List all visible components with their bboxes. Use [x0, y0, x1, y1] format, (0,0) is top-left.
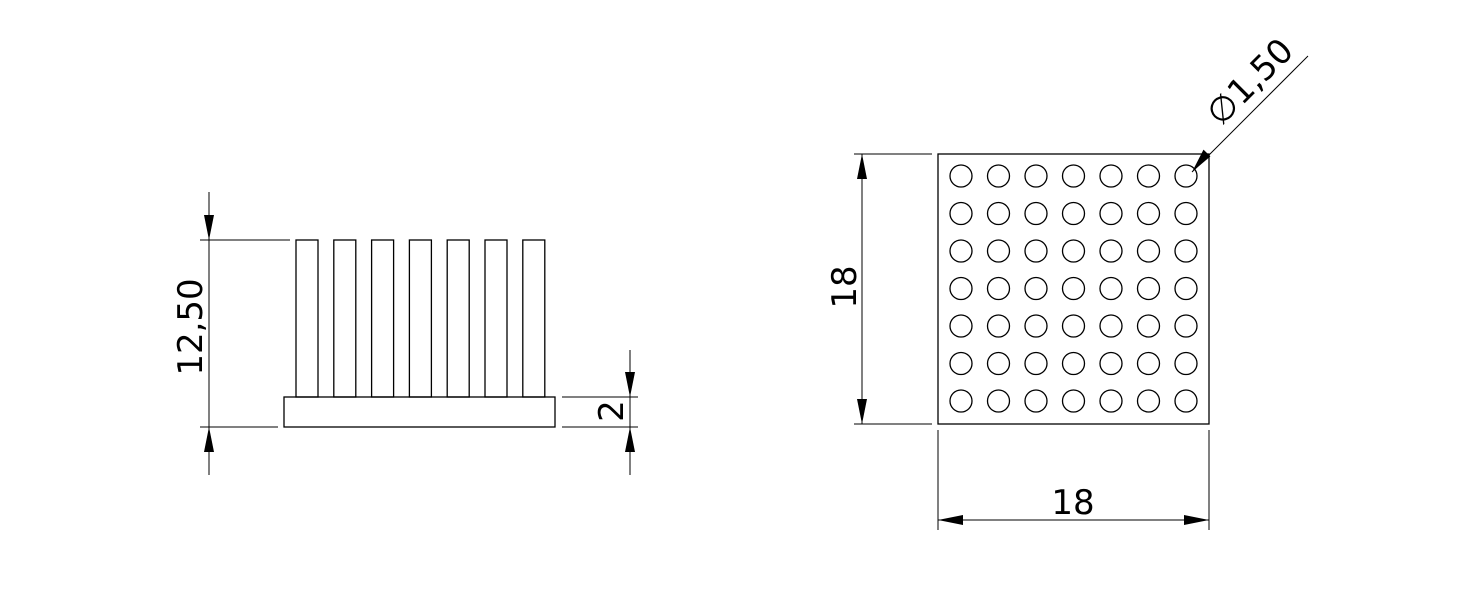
pin-diameter-label: ∅1,50 [1199, 31, 1302, 134]
pin [986, 389, 1011, 413]
pin [1099, 276, 1123, 301]
pin [1099, 314, 1123, 338]
fin [522, 239, 546, 398]
pin [986, 276, 1011, 301]
height-dim-label: 12,50 [171, 278, 211, 375]
pin [986, 239, 1011, 263]
pin [1136, 351, 1161, 376]
pin [986, 314, 1011, 338]
pin [1024, 314, 1048, 338]
pin [1061, 314, 1086, 338]
pin [1024, 164, 1048, 188]
horizontal-dimension: 18 [937, 430, 1210, 530]
pin [949, 351, 973, 376]
pin [1024, 239, 1048, 263]
pin [1136, 314, 1161, 338]
pin [986, 164, 1011, 188]
fin [408, 239, 433, 398]
pin [1061, 239, 1086, 263]
pin [1174, 351, 1198, 376]
pin [986, 201, 1011, 226]
pin [1024, 276, 1048, 301]
pin [1099, 351, 1123, 376]
pin [1061, 276, 1086, 301]
pin [1174, 276, 1198, 301]
fin [295, 239, 319, 398]
pin [1136, 164, 1161, 188]
arrow-down-icon [625, 372, 635, 397]
pin [1024, 201, 1048, 226]
pin [1024, 351, 1048, 376]
pin [1174, 164, 1198, 188]
base-dim-label: 2 [592, 400, 632, 422]
pin [986, 351, 1011, 376]
height-dimension: 12,50 [171, 192, 290, 475]
base-plate [283, 396, 556, 428]
vertical-dim-label: 18 [825, 265, 865, 308]
arrow-down-icon [204, 215, 214, 240]
pin [1174, 389, 1198, 413]
plate-outline [937, 153, 1210, 425]
side-view: 12,50 2 [171, 192, 638, 475]
pin [1061, 351, 1086, 376]
arrow-up-icon [204, 427, 214, 452]
pin [1136, 201, 1161, 226]
fin [370, 239, 395, 398]
base-thickness-dimension: 2 [562, 350, 638, 475]
arrow-left-icon [938, 515, 963, 525]
pin [949, 314, 973, 338]
fin [446, 239, 470, 398]
pin [1099, 164, 1123, 188]
pin-grid [949, 164, 1198, 413]
pin [949, 389, 973, 413]
pin [949, 164, 973, 188]
pin [1061, 164, 1086, 188]
pin [1024, 389, 1048, 413]
pin [1099, 201, 1123, 226]
pin [1174, 239, 1198, 263]
pin [1061, 389, 1086, 413]
pin [1136, 239, 1161, 263]
vertical-dimension: 18 [825, 153, 932, 425]
arrow-up-icon [857, 154, 867, 179]
pin [949, 276, 973, 301]
arrow-up-icon [625, 427, 635, 452]
pin [949, 239, 973, 263]
arrow-down-icon [857, 399, 867, 424]
pin [1174, 314, 1198, 338]
pin [949, 201, 973, 226]
pin-diameter-callout: ∅1,50 [1191, 31, 1309, 173]
fin [333, 239, 357, 398]
arrow-leader-icon [1192, 149, 1211, 172]
pin [1061, 201, 1086, 226]
fins [295, 239, 546, 398]
horizontal-dim-label: 18 [1051, 483, 1094, 523]
arrow-right-icon [1184, 515, 1209, 525]
fin [484, 239, 508, 398]
pin [1136, 389, 1161, 413]
pin [1099, 239, 1123, 263]
pin [1099, 389, 1123, 413]
pin [1136, 276, 1161, 301]
pin [1174, 201, 1198, 226]
top-view: 18 18 ∅1,50 [825, 31, 1309, 530]
